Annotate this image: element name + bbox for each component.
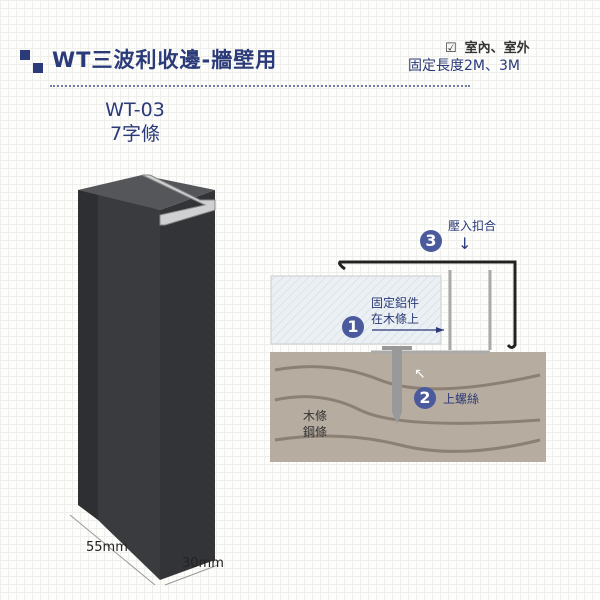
step-3-badge: 3 (420, 230, 442, 252)
check-icon: ☑ (445, 41, 457, 56)
step-2-label: 上螺絲 (443, 392, 480, 406)
step-1-label: 固定鋁件在木條上 (371, 295, 419, 327)
base-label-line1: 木條 (303, 409, 328, 423)
logo-square-2 (33, 63, 43, 73)
arrow-up-left-icon: ↖ (414, 366, 426, 382)
width-dimension: 55mm (86, 540, 128, 555)
aluminum-base (371, 270, 492, 354)
logo-square-1 (20, 50, 30, 60)
step-1-badge: 1 (342, 316, 364, 338)
step-1-line2: 在木條上 (371, 312, 420, 326)
cover-profile (338, 260, 517, 349)
base-label-line2: 鋼條 (303, 425, 328, 439)
step-3-label: 壓入扣合 (448, 219, 497, 233)
base-label: 木條鋼條 (303, 408, 327, 440)
screw (392, 350, 402, 412)
divider (50, 85, 470, 87)
arrow-down-icon: ↓ (458, 234, 472, 253)
wood-board (270, 352, 546, 462)
depth-dimension: 30mm (182, 556, 224, 571)
step-1-line1: 固定鋁件 (371, 296, 420, 310)
length-info: 固定長度2M、3M (408, 58, 520, 74)
usage-text: 室內、室外 (464, 41, 530, 56)
page-title: WT三波利收邊-牆壁用 (52, 48, 278, 72)
model-code: WT-03 (105, 99, 165, 121)
model-name: 7字條 (109, 123, 161, 145)
usage-info: ☑ 室內、室外 (445, 37, 530, 56)
step-2-badge: 2 (414, 387, 436, 409)
